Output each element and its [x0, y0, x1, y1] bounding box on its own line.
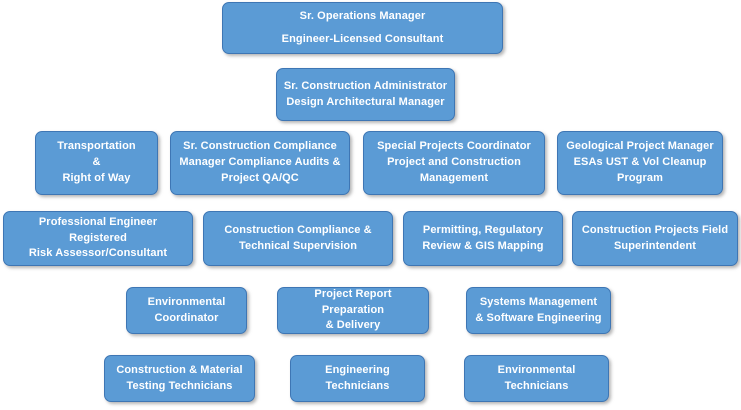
org-node-sr-construction-administrator[interactable]: Sr. Construction Administrator Design Ar… — [276, 68, 455, 121]
org-node-sr-construction-compliance-manager[interactable]: Sr. Construction Compliance Manager Comp… — [170, 131, 350, 195]
org-node-permitting-regulatory-review[interactable]: Permitting, Regulatory Review & GIS Mapp… — [403, 211, 563, 266]
org-node-geological-project-manager[interactable]: Geological Project Manager ESAs UST & Vo… — [557, 131, 723, 195]
org-node-engineering-technicians[interactable]: Engineering Technicians — [290, 355, 425, 402]
org-node-environmental-coordinator[interactable]: Environmental Coordinator — [126, 287, 247, 334]
org-node-construction-compliance-technical-supervision[interactable]: Construction Compliance & Technical Supe… — [203, 211, 393, 266]
org-node-special-projects-coordinator[interactable]: Special Projects Coordinator Project and… — [363, 131, 545, 195]
org-node-sr-operations-manager[interactable]: Sr. Operations Manager Engineer-Licensed… — [222, 2, 503, 54]
org-node-environmental-technicians[interactable]: Environmental Technicians — [464, 355, 609, 402]
org-node-project-report-preparation[interactable]: Project Report Preparation & Delivery — [277, 287, 429, 334]
org-node-construction-material-testing-technicians[interactable]: Construction & Material Testing Technici… — [104, 355, 255, 402]
org-node-transportation-right-of-way[interactable]: Transportation & Right of Way — [35, 131, 158, 195]
org-node-construction-projects-field-superintendent[interactable]: Construction Projects Field Superintende… — [572, 211, 738, 266]
org-node-professional-engineer-risk-assessor[interactable]: Professional Engineer Registered Risk As… — [3, 211, 193, 266]
org-node-systems-management-software-engineering[interactable]: Systems Management & Software Engineerin… — [466, 287, 611, 334]
